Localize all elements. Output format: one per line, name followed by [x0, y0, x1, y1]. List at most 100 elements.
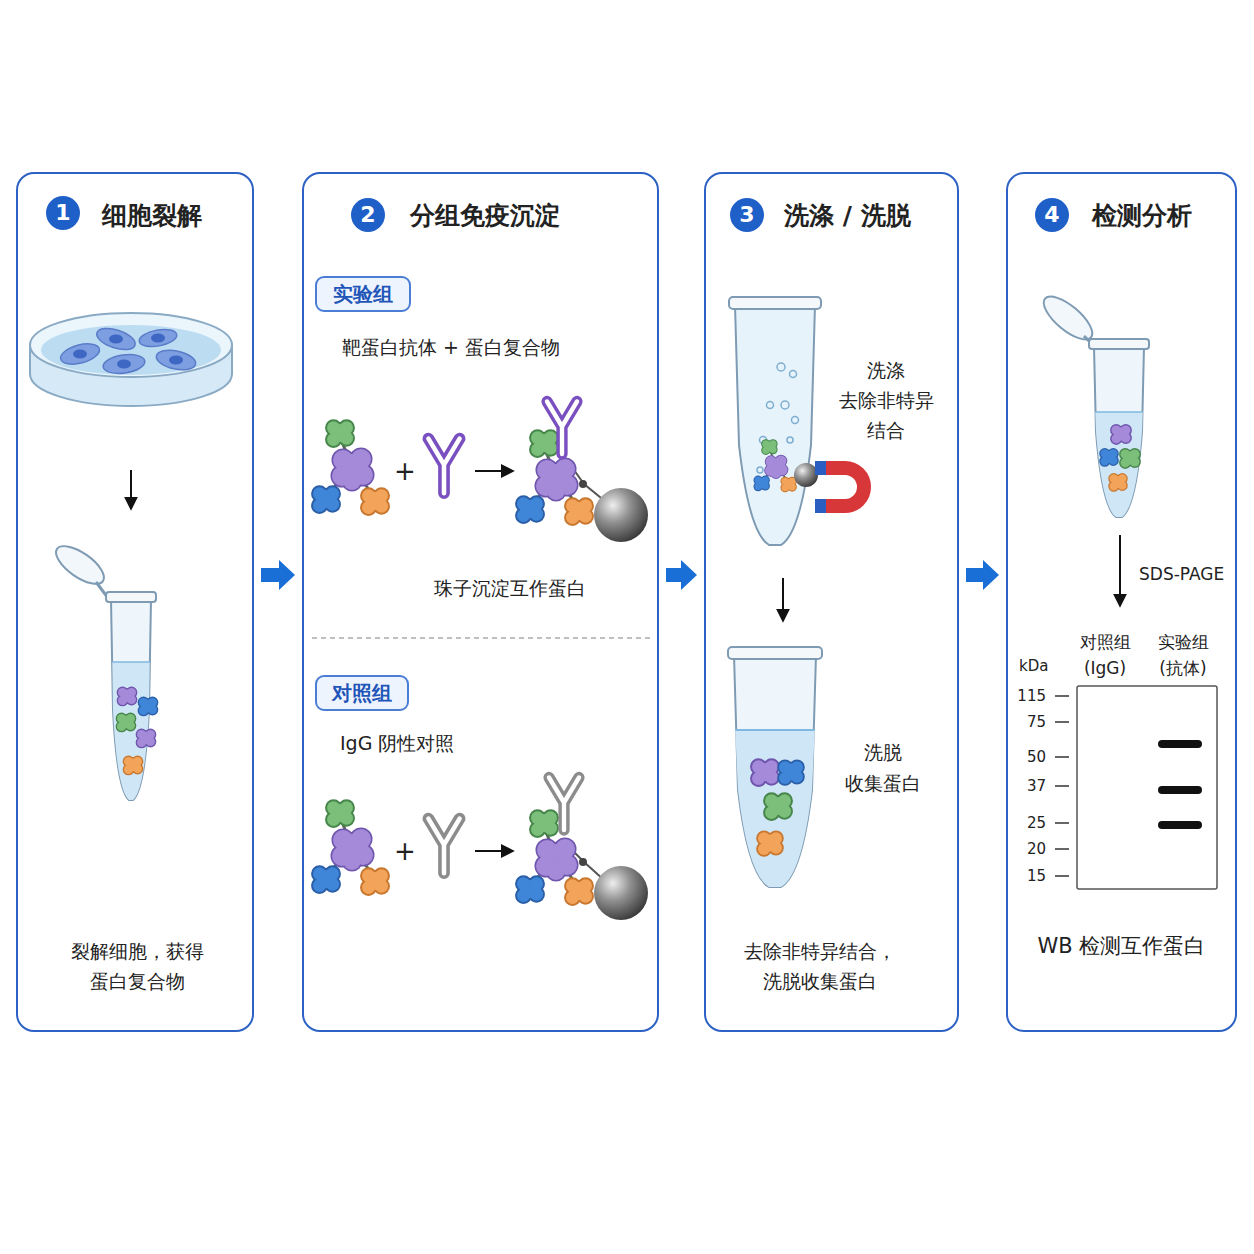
wash-tube-part — [815, 499, 826, 513]
western-blot-part-part — [1055, 695, 1069, 697]
flow-arrow — [666, 560, 697, 590]
step-panel: 细胞裂解裂解细胞，获得 蛋白复合物 1 — [16, 172, 254, 1032]
ip-experiment-illustration-part — [547, 402, 577, 455]
wash-tube-part-part — [790, 371, 797, 378]
lysate-tube-part-part — [111, 600, 151, 800]
sample-tube-part — [1112, 425, 1131, 443]
ip-control-illustration-part — [574, 852, 604, 880]
wash-tube-part — [757, 363, 799, 473]
wash-tube-part-part — [792, 417, 799, 424]
ip-experiment-illustration-part — [574, 470, 606, 502]
ip-experiment-illustration-part — [517, 431, 592, 524]
down-arrow — [782, 578, 784, 620]
lysate-tube-part — [124, 757, 142, 774]
marker-size: 15 — [1002, 867, 1046, 885]
marker-size: 75 — [1002, 713, 1046, 731]
lysate-tube-part — [106, 592, 156, 800]
lane-label: 对照组 (IgG) — [1070, 629, 1140, 681]
group-tag-text: 实验组 — [333, 282, 393, 306]
lysate-tube-part — [139, 698, 157, 715]
ip-experiment-illustration — [313, 402, 648, 543]
lysate-tube-part-part — [112, 662, 149, 800]
group-description: IgG 阴性对照 — [340, 732, 454, 755]
western-blot-part — [1158, 821, 1202, 829]
ip-control-illustration-part — [579, 858, 587, 866]
sample-tube-part-part — [1094, 347, 1144, 517]
petri-dish-part-part — [58, 340, 101, 368]
western-blot-part-part — [1055, 721, 1069, 723]
petri-dish-part-part — [151, 334, 165, 343]
divider-line — [312, 637, 650, 639]
group-tag: 实验组 — [315, 276, 411, 312]
petri-dish-part — [58, 324, 197, 376]
marker-size: 50 — [1002, 748, 1046, 766]
step-description: 裂解细胞，获得 蛋白复合物 — [47, 936, 227, 996]
sample-tube-part — [1037, 290, 1098, 347]
callout-text: 洗涤 去除非特异 结合 — [830, 355, 942, 445]
step-panel: 检测分析SDS-PAGEWB 检测互作蛋白4 — [1006, 172, 1237, 1032]
down-arrow — [130, 470, 132, 508]
lysate-tube-part — [50, 539, 110, 591]
petri-dish — [30, 313, 232, 406]
western-blot-part — [1055, 696, 1069, 876]
wash-tube-part-part — [781, 401, 789, 409]
step-panel: 分组免疫沉淀靶蛋白抗体 + 蛋白复合物珠子沉淀互作蛋白IgG 阴性对照2实验组对… — [302, 172, 659, 1032]
ip-control-illustration-part — [428, 819, 459, 874]
lysate-tube-part-part — [106, 592, 156, 602]
ip-experiment-illustration-part — [475, 470, 512, 472]
step-description: WB 检测互作蛋白 — [1008, 934, 1235, 959]
step-title: 细胞裂解 — [102, 201, 202, 231]
step-title: 洗涤 / 洗脱 — [784, 201, 911, 231]
wash-tube-part-part — [767, 402, 774, 409]
elution-tube-part-part — [735, 729, 815, 731]
petri-dish-part — [30, 345, 232, 374]
down-arrow — [1119, 535, 1121, 605]
wash-tube-part — [729, 297, 821, 545]
wash-tube-part — [794, 463, 818, 487]
elution-tube-part — [765, 794, 791, 819]
sample-tube-part — [1121, 449, 1140, 467]
group-tag: 对照组 — [315, 675, 409, 711]
ip-experiment-illustration-part — [579, 480, 587, 488]
ip-control-illustration-part — [313, 801, 388, 894]
step-number-text: 1 — [55, 200, 70, 226]
wash-tube-part — [826, 468, 864, 506]
petri-dish-part — [73, 334, 183, 369]
illustration-caption: 珠子沉淀互作蛋白 — [434, 577, 586, 600]
lysate-tube-part — [117, 714, 135, 731]
western-blot-part-part — [1055, 756, 1069, 758]
step-title: 检测分析 — [1092, 201, 1192, 231]
sample-tube-part — [1089, 339, 1149, 517]
western-blot-part-part — [1055, 822, 1069, 824]
ip-control-illustration-part — [549, 778, 579, 831]
method-label: SDS-PAGE — [1139, 564, 1224, 584]
flow-arrow-shape — [966, 560, 999, 590]
petri-dish-part — [30, 313, 232, 377]
ip-control-illustration-part — [517, 811, 592, 904]
wash-tube-part-part — [735, 305, 815, 545]
step-description: 去除非特异结合， 洗脱收集蛋白 — [730, 936, 910, 996]
plus-sign: + — [393, 836, 417, 867]
marker-size: 20 — [1002, 840, 1046, 858]
flow-arrow-shape — [666, 560, 697, 590]
plus-sign: + — [393, 456, 417, 487]
wash-tube-part — [755, 440, 796, 491]
wash-tube-part-part — [760, 437, 767, 444]
ip-control-illustration — [313, 778, 648, 921]
lysate-tube-part — [96, 582, 108, 598]
step-number: 3 — [730, 198, 764, 232]
ip-control-illustration-part — [594, 866, 648, 920]
elution-tube-part — [779, 761, 803, 784]
lysate-tube — [50, 539, 157, 800]
western-blot — [1055, 686, 1217, 889]
petri-dish-part-part — [138, 327, 178, 349]
petri-dish-part-part — [155, 347, 198, 373]
lysate-tube-part — [137, 730, 155, 747]
step-number: 2 — [351, 198, 385, 232]
western-blot-part-part — [1055, 785, 1069, 787]
elution-tube-part — [752, 760, 778, 785]
step-number: 1 — [46, 196, 80, 230]
